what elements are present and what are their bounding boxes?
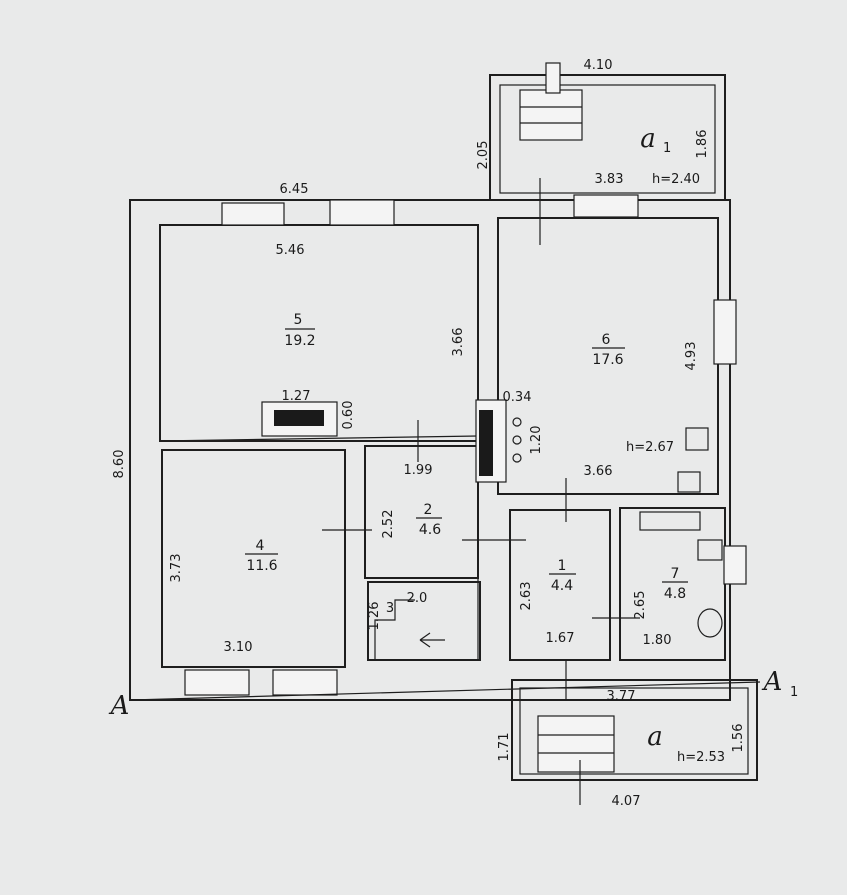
dim-label: 1.56 [731, 724, 746, 753]
burner-icon [512, 453, 522, 463]
room-2-number: 2 [424, 502, 433, 518]
burner-icon [512, 417, 522, 427]
annex-a-stairs [537, 715, 615, 773]
gas-stove-icon [685, 427, 709, 451]
room-4-area: 11.6 [246, 558, 277, 574]
room-1-area: 4.4 [551, 578, 573, 594]
dim-label: 1.99 [404, 463, 433, 478]
section-marker-right: A [762, 667, 783, 697]
window [221, 202, 285, 226]
annex-a1-subscript: 1 [663, 141, 671, 156]
dim-label: 4.07 [612, 794, 641, 809]
dim-label: 4.10 [584, 58, 613, 73]
window [184, 669, 250, 696]
window [723, 545, 747, 585]
room-1-walls [509, 509, 611, 661]
room-4-number: 4 [256, 538, 265, 554]
window [713, 299, 737, 365]
annex-a1-stairs [519, 89, 583, 141]
dim-label: 1.86 [695, 130, 710, 159]
dim-label: 5.46 [276, 243, 305, 258]
room-3-number: 3 [386, 601, 394, 616]
room-5-area: 19.2 [284, 333, 315, 349]
main-outer-wall [129, 199, 731, 701]
section-line [131, 681, 761, 701]
dim-label: 0.60 [341, 401, 356, 430]
dim-label: 8.60 [112, 450, 127, 479]
dim-label: 3.73 [169, 554, 184, 583]
room-3-area: 2.0 [407, 591, 428, 606]
room-2-area: 4.6 [419, 522, 441, 538]
bathtub-icon [639, 511, 701, 531]
dim-label: 3.66 [584, 464, 613, 479]
room-5-number: 5 [294, 312, 303, 328]
annex-a1-label: a [640, 124, 656, 154]
dim-label: 3.10 [224, 640, 253, 655]
room-3-walls [367, 581, 481, 661]
partition-5-4 [159, 435, 479, 442]
dim-label: 3.77 [607, 689, 636, 704]
dim-label: 2.65 [633, 591, 648, 620]
heater-core [479, 410, 493, 476]
annex-a-inner [519, 687, 749, 775]
dim-label: 1.80 [643, 633, 672, 648]
annex-a-label: a [647, 722, 663, 752]
annex-a-outer [511, 679, 758, 781]
dim-label: 3.83 [595, 172, 624, 187]
washbasin-icon [697, 539, 723, 561]
room-7-area: 4.8 [664, 586, 686, 602]
stove-firebox [274, 410, 324, 426]
dim-label: 3.66 [451, 328, 466, 357]
room-6-number: 6 [602, 332, 611, 348]
arrow-icon [419, 632, 445, 648]
height-label: h=2.53 [677, 750, 725, 765]
dim-label: 1.71 [497, 733, 512, 762]
dim-label: 1.26 [367, 602, 382, 631]
window [573, 194, 639, 218]
window [329, 199, 395, 226]
stair-icon [374, 599, 415, 660]
height-label: h=2.67 [626, 440, 674, 455]
height-label: h=2.40 [652, 172, 700, 187]
sink-icon [677, 471, 701, 493]
dim-label: 1.27 [282, 389, 311, 404]
annex-a1-inner [499, 84, 716, 194]
room-6-area: 17.6 [592, 352, 623, 368]
dim-label: 2.52 [381, 510, 396, 539]
room-7-number: 7 [671, 566, 680, 582]
dim-label: 1.67 [546, 631, 575, 646]
dim-label: 4.93 [684, 342, 699, 371]
toilet-icon [697, 608, 723, 638]
dim-label: 1.20 [529, 426, 544, 455]
room-1-number: 1 [558, 558, 567, 574]
dim-label: 2.05 [476, 141, 491, 170]
section-marker-left: A [109, 691, 130, 721]
dim-label: 0.34 [503, 390, 532, 405]
window [545, 62, 561, 94]
burner-icon [512, 435, 522, 445]
dim-label: 6.45 [280, 182, 309, 197]
window [272, 669, 338, 696]
dim-label: 2.63 [519, 582, 534, 611]
section-marker-subscript: 1 [790, 685, 798, 700]
